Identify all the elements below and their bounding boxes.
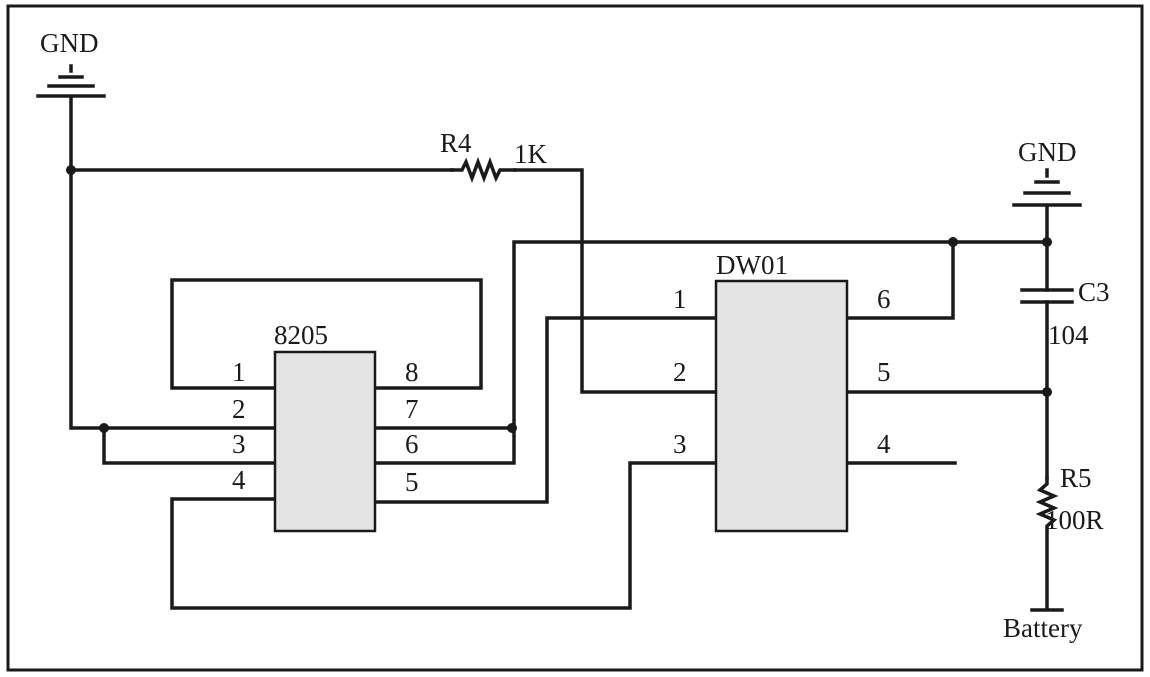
c3-ref: C3 bbox=[1078, 277, 1110, 307]
resistor-r5 bbox=[1035, 476, 1059, 610]
chip-dw01-name: DW01 bbox=[716, 250, 788, 280]
chip-8205-pin-right: 8 bbox=[405, 357, 419, 387]
gnd-right-label: GND bbox=[1018, 137, 1077, 167]
c3-value: 104 bbox=[1048, 320, 1089, 350]
junction-dot bbox=[1042, 237, 1052, 247]
r5-ref: R5 bbox=[1060, 463, 1092, 493]
chip-8205-pin-left: 1 bbox=[232, 357, 246, 387]
chip-8205-pin-left: 3 bbox=[232, 429, 246, 459]
chip-dw01-pin-right: 5 bbox=[877, 357, 891, 387]
chip-8205-pin-left: 2 bbox=[232, 394, 246, 424]
junction-dot bbox=[948, 237, 958, 247]
junction-dot bbox=[1042, 387, 1052, 397]
chip-8205-pin-right: 7 bbox=[405, 394, 419, 424]
wire-8205-pin3 bbox=[102, 426, 277, 465]
r4-ref: R4 bbox=[440, 128, 472, 158]
diagram-frame bbox=[6, 4, 1144, 672]
wire-dw01-pin6 bbox=[845, 240, 955, 320]
chip-8205-body bbox=[273, 350, 377, 533]
wire-8205-pin4-dw01-pin3 bbox=[170, 461, 718, 610]
chip-8205-pin-right: 6 bbox=[405, 429, 419, 459]
junction-dot bbox=[66, 165, 76, 175]
battery-label: Battery bbox=[1003, 613, 1083, 643]
wire-8205-pin5-dw01-pin1 bbox=[373, 316, 718, 504]
junction-dot bbox=[99, 423, 109, 433]
r5-value: 100R bbox=[1045, 505, 1104, 535]
junction-dots bbox=[66, 165, 1052, 433]
chip-dw01-pin-left: 1 bbox=[673, 284, 687, 314]
junction-dot bbox=[507, 423, 517, 433]
chip-dw01-body bbox=[714, 279, 849, 533]
wire-r4-dw01-pin2 bbox=[513, 168, 718, 394]
r4-value: 1K bbox=[514, 139, 548, 169]
chip-8205-name: 8205 bbox=[274, 320, 328, 350]
chip-dw01-pin-left: 2 bbox=[673, 357, 687, 387]
chip-dw01-pin-right: 4 bbox=[877, 429, 891, 459]
chip-8205-pin-right: 5 bbox=[405, 467, 419, 497]
chip-8205-pin-left: 4 bbox=[232, 465, 246, 495]
wire-8205-pin1-pin8 bbox=[170, 278, 483, 390]
wire-gnd-left bbox=[69, 95, 454, 430]
chip-dw01-pin-left: 3 bbox=[673, 429, 687, 459]
wire-8205-pin6-gnd bbox=[373, 240, 1049, 465]
chip-dw01-pin-right: 6 bbox=[877, 284, 891, 314]
resistor-r4 bbox=[450, 157, 517, 183]
gnd-left-label: GND bbox=[40, 28, 99, 58]
